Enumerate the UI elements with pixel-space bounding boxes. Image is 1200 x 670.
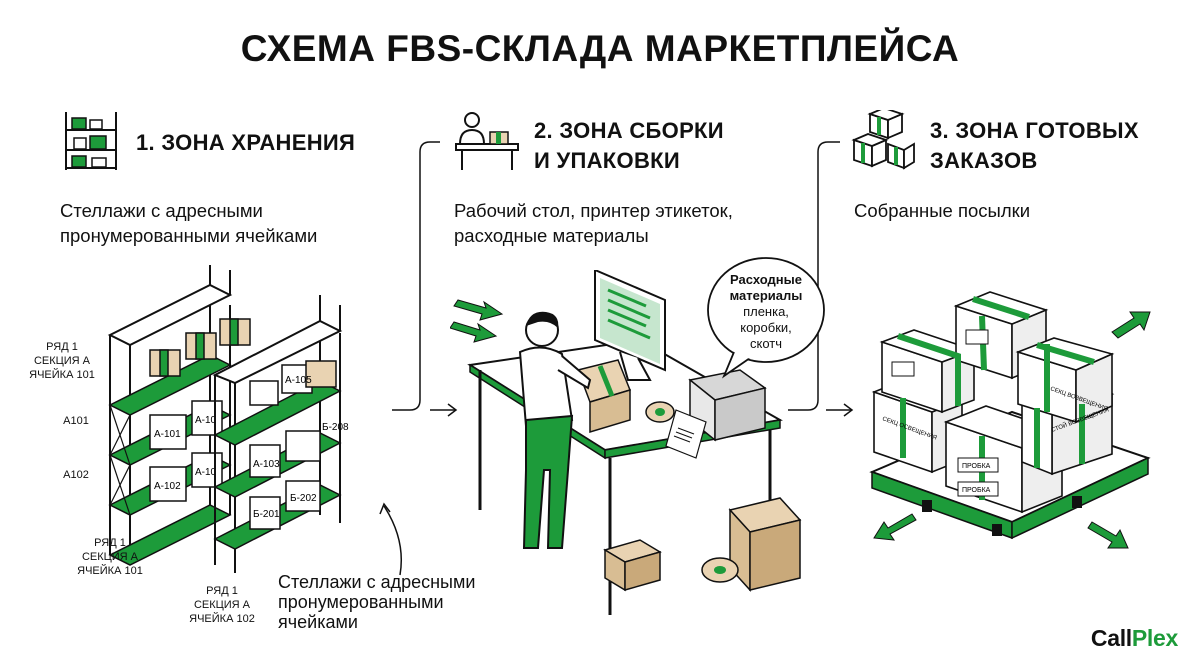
assembly-illustration	[450, 270, 802, 615]
cell-label: Б-201	[253, 509, 280, 520]
cell-label: А-10	[195, 467, 217, 478]
ready-orders-illustration: ПРОБКА ПРОБКА СЕКЦ ОСВЕЩЕНИЯ СЕКЦ ВОЗВЕЩ…	[869, 291, 1151, 549]
level-label-a101: А101	[63, 415, 89, 427]
tape-label: ПРОБКА	[962, 487, 991, 494]
zone-1-description: Стеллажи с адресными пронумерованными яч…	[60, 200, 318, 246]
cell-label: А-105	[285, 375, 312, 386]
worker-desk-icon	[455, 112, 519, 170]
shelf-icon	[65, 112, 117, 170]
supplies-bubble	[707, 257, 825, 379]
supplies-bubble-text: Расходные материалы пленка, коробки, ско…	[729, 272, 803, 351]
storage-racks-illustration: А-101 А-10 А-102 А-10 А-105 Б-208 А-103 …	[107, 265, 349, 573]
cell-label: А-103	[253, 459, 280, 470]
row-label-bottom: РЯД 1 СЕКЦИЯ А ЯЧЕЙКА 101	[77, 537, 143, 577]
cell-label: Б-208	[322, 422, 349, 433]
cell-label: А-101	[154, 429, 181, 440]
row-label-bottom2: РЯД 1 СЕКЦИЯ А ЯЧЕЙКА 102	[189, 585, 255, 625]
cell-label: Б-202	[290, 493, 317, 504]
zone-2-description: Рабочий стол, принтер этикеток, расходны…	[454, 200, 733, 246]
storage-note: Стеллажи с адресными пронумерованными яч…	[278, 572, 476, 632]
zone-1-title: 1. ЗОНА ХРАНЕНИЯ	[136, 130, 356, 155]
tape-label: ПРОБКА	[962, 463, 991, 470]
level-label-a102: А102	[63, 469, 89, 481]
page-title: СХЕМА FBS-СКЛАДА МАРКЕТПЛЕЙСА	[240, 28, 960, 69]
row-label-top: РЯД 1 СЕКЦИЯ А ЯЧЕЙКА 101	[29, 341, 95, 381]
zone-2-title: 2. ЗОНА СБОРКИ И УПАКОВКИ	[534, 118, 724, 173]
cell-label: А-10	[195, 415, 217, 426]
cell-label: А-102	[154, 481, 181, 492]
callout-arrow	[379, 502, 403, 576]
callplex-logo: CallPlex	[1090, 625, 1178, 651]
zone-3-description: Собранные посылки	[854, 200, 1031, 221]
zone-3-title: 3. ЗОНА ГОТОВЫХ ЗАКАЗОВ	[930, 118, 1139, 173]
boxes-icon	[851, 110, 915, 170]
